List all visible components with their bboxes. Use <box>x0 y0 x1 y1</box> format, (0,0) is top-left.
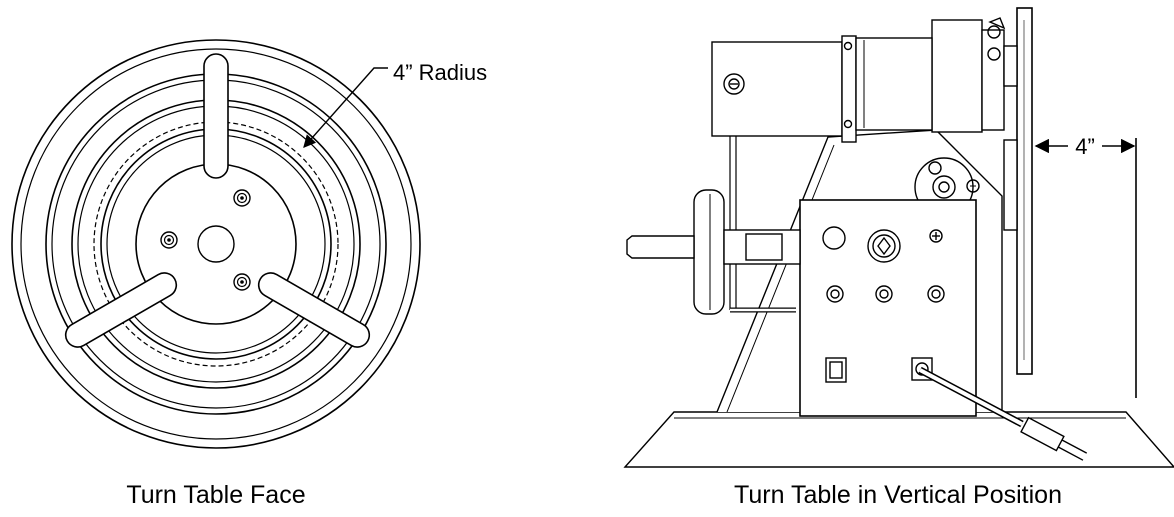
base-plate <box>623 411 1174 468</box>
bolt-top <box>233 189 251 207</box>
radius-label: 4” Radius <box>393 60 487 85</box>
handwheel-handle <box>626 235 695 259</box>
face-caption: Turn Table Face <box>126 481 305 509</box>
outer-rim-outer <box>11 39 421 449</box>
motor-cap <box>841 35 857 143</box>
outer-rim-inner <box>20 48 412 440</box>
slot-lower-left <box>64 272 178 348</box>
control-switch-1 <box>826 285 844 303</box>
control-switch-3 <box>927 285 945 303</box>
power-plug <box>1020 416 1088 461</box>
dimension-label: 4” <box>1075 134 1095 159</box>
gearbox-bolt-top <box>987 25 1001 39</box>
handwheel <box>693 189 725 315</box>
slot-lower-right <box>257 272 371 348</box>
control-screw <box>929 229 943 243</box>
side-caption: Turn Table in Vertical Position <box>734 481 1062 509</box>
gearbox-flange <box>1003 45 1018 87</box>
center-hole <box>197 225 235 263</box>
radius-dashed-circle <box>93 121 339 367</box>
turntable-hub <box>1003 139 1018 231</box>
gearbox-bolt-bottom <box>987 47 1001 61</box>
bolt-bottom <box>233 273 251 291</box>
foot-pedal-connector <box>825 357 847 383</box>
bolt-left <box>160 231 178 249</box>
speed-knob <box>867 229 901 263</box>
gearbox <box>931 19 983 133</box>
motor-flange <box>855 37 933 131</box>
control-switch-2 <box>875 285 893 303</box>
motor-brush-cap <box>723 73 745 95</box>
radius-leader <box>303 67 388 148</box>
slot-top <box>203 53 229 179</box>
turn-table-face-view <box>11 39 421 449</box>
indicator-light <box>822 226 846 250</box>
turn-table-side-view <box>623 7 1174 468</box>
turntable-disc <box>1016 7 1033 375</box>
